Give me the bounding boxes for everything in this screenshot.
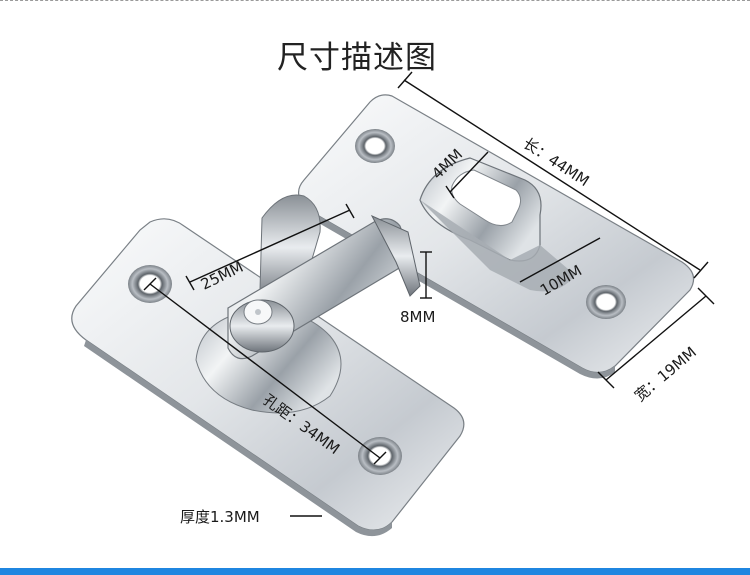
keeper-hole-top-icon [355,129,395,163]
bolt-height-label: 8MM [400,308,435,326]
page-title: 尺寸描述图 [277,40,437,76]
bottom-accent-bar [0,568,750,575]
base-hole-bottom-icon [358,437,402,475]
keeper-hole-bottom-icon [586,285,626,319]
keeper-plate [297,94,695,379]
width-label: 宽：19MM [631,343,700,405]
top-dashed-border [0,0,750,1]
thickness-label: 厚度1.3MM [180,508,260,526]
swing-arm [227,194,421,360]
dimension-lines [143,71,715,517]
